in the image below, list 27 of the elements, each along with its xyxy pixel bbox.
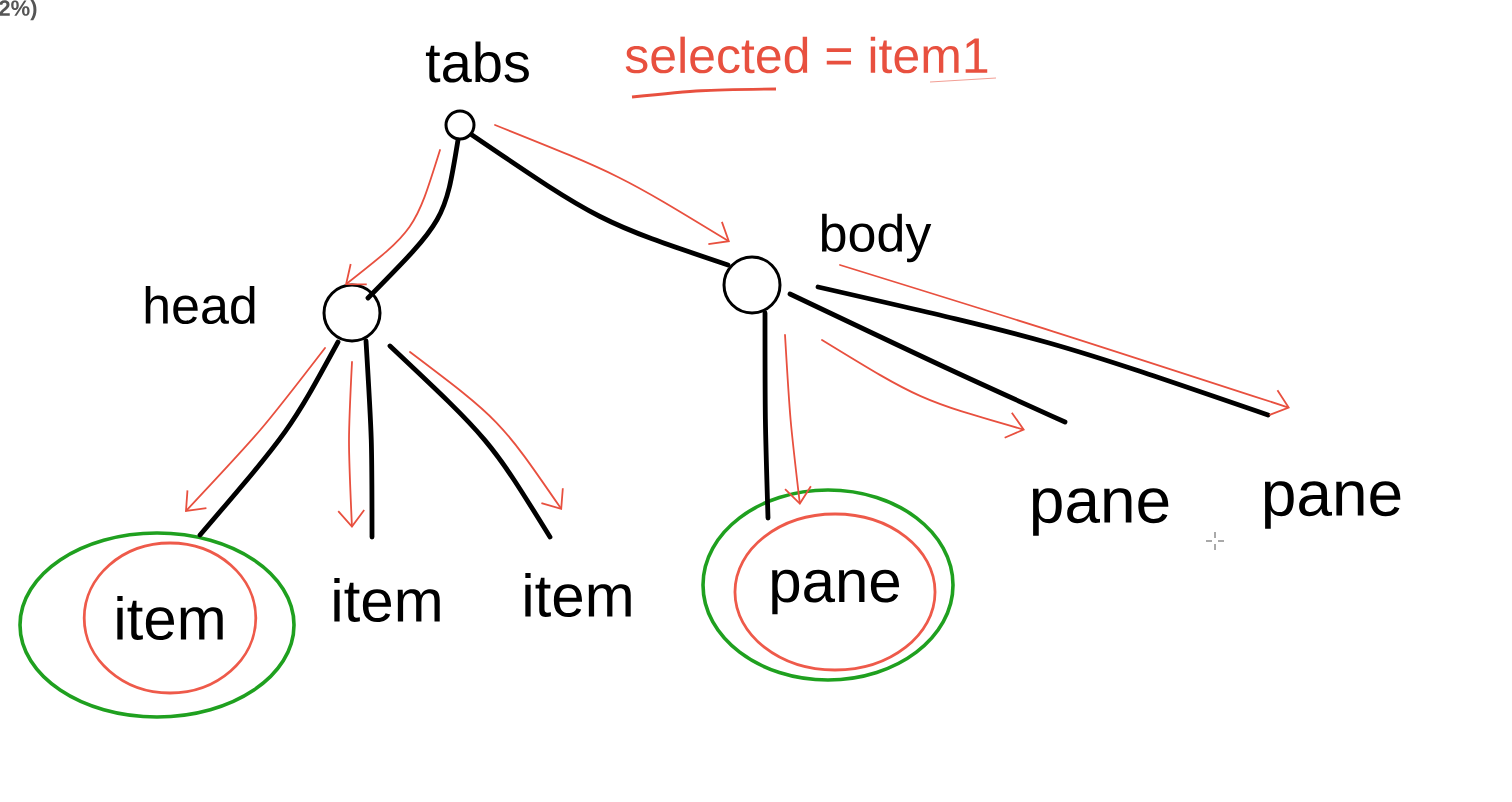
leaf-label: pane — [1032, 488, 1169, 536]
arrow — [839, 264, 1290, 416]
connector-line — [197, 339, 341, 538]
connector-line — [815, 284, 1271, 418]
arrow — [345, 149, 441, 286]
node-label: head — [145, 285, 255, 325]
circled-label: pane — [733, 512, 937, 672]
connector-line — [387, 343, 553, 540]
circled-label: item — [82, 541, 258, 695]
connector-line — [787, 291, 1068, 425]
text-label: selected = item1 — [625, 36, 988, 74]
arrow — [821, 339, 1025, 439]
leaf-label: item — [334, 577, 440, 623]
connector-line — [363, 338, 375, 540]
arrow — [784, 334, 812, 505]
arrow — [494, 124, 730, 245]
leaf-label: pane — [1264, 481, 1401, 529]
node-label: tabs — [425, 41, 529, 83]
connector-line — [762, 310, 771, 521]
connector-line — [365, 137, 461, 301]
leaf-label: item — [525, 572, 631, 618]
node-label: body — [822, 213, 932, 263]
arrow — [409, 351, 564, 510]
connector-line — [469, 132, 731, 268]
text-label: 2%) — [0, 0, 37, 21]
arrow — [185, 347, 326, 512]
arrow — [337, 361, 366, 528]
